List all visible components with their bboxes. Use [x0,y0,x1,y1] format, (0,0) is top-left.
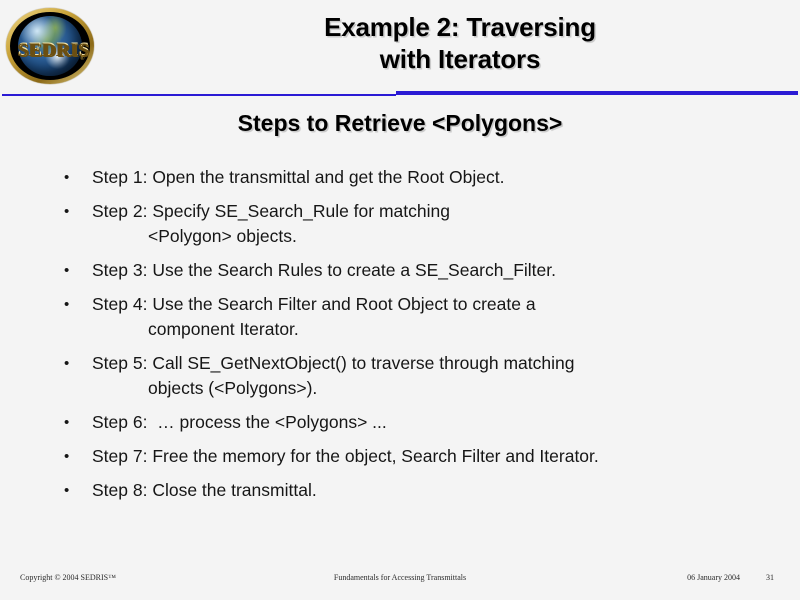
header-rule-right [396,91,798,95]
steps-list: • Step 1: Open the transmittal and get t… [60,165,760,512]
page-title-line-1: Example 2: Traversing [324,12,596,42]
bullet-icon: • [64,296,70,313]
list-item: • Step 1: Open the transmittal and get t… [60,165,760,190]
header-rule-left [2,94,396,96]
logo-trademark-icon: ® [80,56,85,62]
list-item-line: Step 2: Specify SE_Search_Rule for match… [92,201,450,221]
footer-deck-title: Fundamentals for Accessing Transmittals [333,573,467,582]
list-item: • Step 8: Close the transmittal. [60,478,760,503]
bullet-icon: • [64,482,70,499]
bullet-icon: • [64,203,70,220]
footer-copyright: Copyright © 2004 SEDRIS™ [20,573,116,582]
footer-date: 06 January 2004 [687,573,740,582]
list-item: • Step 6: … process the <Polygons> ... [60,410,760,435]
bullet-icon: • [64,414,70,431]
list-item-line: Step 4: Use the Search Filter and Root O… [92,294,536,314]
bullet-icon: • [64,355,70,372]
bullet-icon: • [64,448,70,465]
slide-footer: Copyright © 2004 SEDRIS™ Fundamentals fo… [0,570,800,590]
list-item: • Step 5: Call SE_GetNextObject() to tra… [60,351,760,401]
bullet-icon: • [64,262,70,279]
slide-subheading: Steps to Retrieve <Polygons> [237,110,563,136]
list-item-line: Step 8: Close the transmittal. [92,480,317,500]
footer-page-number: 31 [766,573,774,582]
list-item: • Step 7: Free the memory for the object… [60,444,760,469]
list-item: • Step 2: Specify SE_Search_Rule for mat… [60,199,760,249]
page-title-line-2: with Iterators [379,44,541,74]
logo-disc: SEDRIS ® [10,12,90,80]
list-item: • Step 3: Use the Search Rules to create… [60,258,760,283]
list-item-line: Step 6: … process the <Polygons> ... [92,412,387,432]
list-item-line: Step 7: Free the memory for the object, … [92,446,599,466]
globe-icon [18,16,82,76]
list-item-line: Step 3: Use the Search Rules to create a… [92,260,556,280]
list-item-line: <Polygon> objects. [148,226,297,246]
list-item-line: Step 5: Call SE_GetNextObject() to trave… [92,353,575,373]
page-title: Example 2: Traversing with Iterators [120,11,800,75]
list-item-line: objects (<Polygons>). [148,378,318,398]
slide-header: SEDRIS ® Example 2: Traversing with Iter… [0,0,800,92]
logo-wordmark: SEDRIS [10,40,90,62]
sedris-logo: SEDRIS ® [6,8,98,84]
list-item: • Step 4: Use the Search Filter and Root… [60,292,760,342]
bullet-icon: • [64,169,70,186]
list-item-line: component Iterator. [148,319,299,339]
list-item-line: Step 1: Open the transmittal and get the… [92,167,505,187]
